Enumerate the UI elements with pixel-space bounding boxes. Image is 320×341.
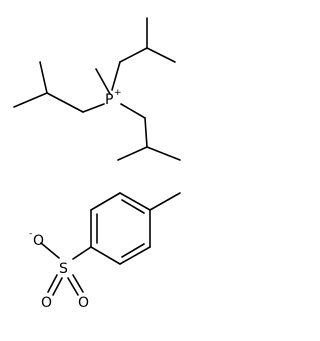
chemical-structure: P + S O - O O	[13, 17, 181, 311]
bond-ch-ch3b-lower	[117, 146, 148, 161]
oxygen-anion-label: O	[33, 233, 44, 249]
oxygen-b-label: O	[78, 295, 89, 311]
bond-ch2-ch-right	[119, 47, 148, 63]
sulfur-atom-label: S	[59, 261, 68, 277]
bond-sulfur-oxygen-a-2	[52, 277, 63, 296]
bond-ch2-ch-lower	[144, 117, 148, 148]
oxygen-a-label: O	[41, 295, 52, 311]
bond-ch2-ch-left	[46, 92, 84, 113]
bond-ch-ch3b-left	[39, 61, 48, 94]
bond-ring-sulfur	[72, 246, 92, 260]
oxygen-anion-charge-label: -	[29, 229, 32, 239]
bond-sulfur-oxygen-b-1	[67, 277, 79, 296]
bond-sulfur-oxygen-b-2	[72, 274, 84, 293]
bond-sulfur-oxygen-anion	[40, 242, 60, 259]
ring-bond-6	[90, 246, 121, 265]
bond-ring-methyl	[149, 192, 181, 211]
bond-ch-ch3a-right	[146, 47, 176, 63]
phosphorus-atom-label: P	[105, 92, 113, 108]
ring-bond-2	[90, 192, 121, 211]
bond-p-methyl	[95, 68, 111, 95]
phosphonium-cation: P +	[13, 17, 181, 161]
ring-double-bond-c	[121, 243, 145, 258]
bond-sulfur-oxygen-a-1	[47, 274, 58, 293]
tosylate-anion: S O - O O	[29, 192, 181, 311]
bond-p-ch2-left	[82, 103, 105, 113]
bond-p-ch2-right	[111, 61, 121, 91]
bond-ch-ch3a-left	[13, 92, 48, 108]
ring-double-bond-b	[121, 199, 145, 214]
phosphorus-charge-label: +	[114, 88, 122, 98]
ring-bond-3	[119, 192, 151, 211]
bond-p-ch2-lower	[120, 103, 146, 119]
bond-ch-ch3a-lower	[146, 146, 181, 161]
ring-bond-5	[119, 246, 151, 265]
